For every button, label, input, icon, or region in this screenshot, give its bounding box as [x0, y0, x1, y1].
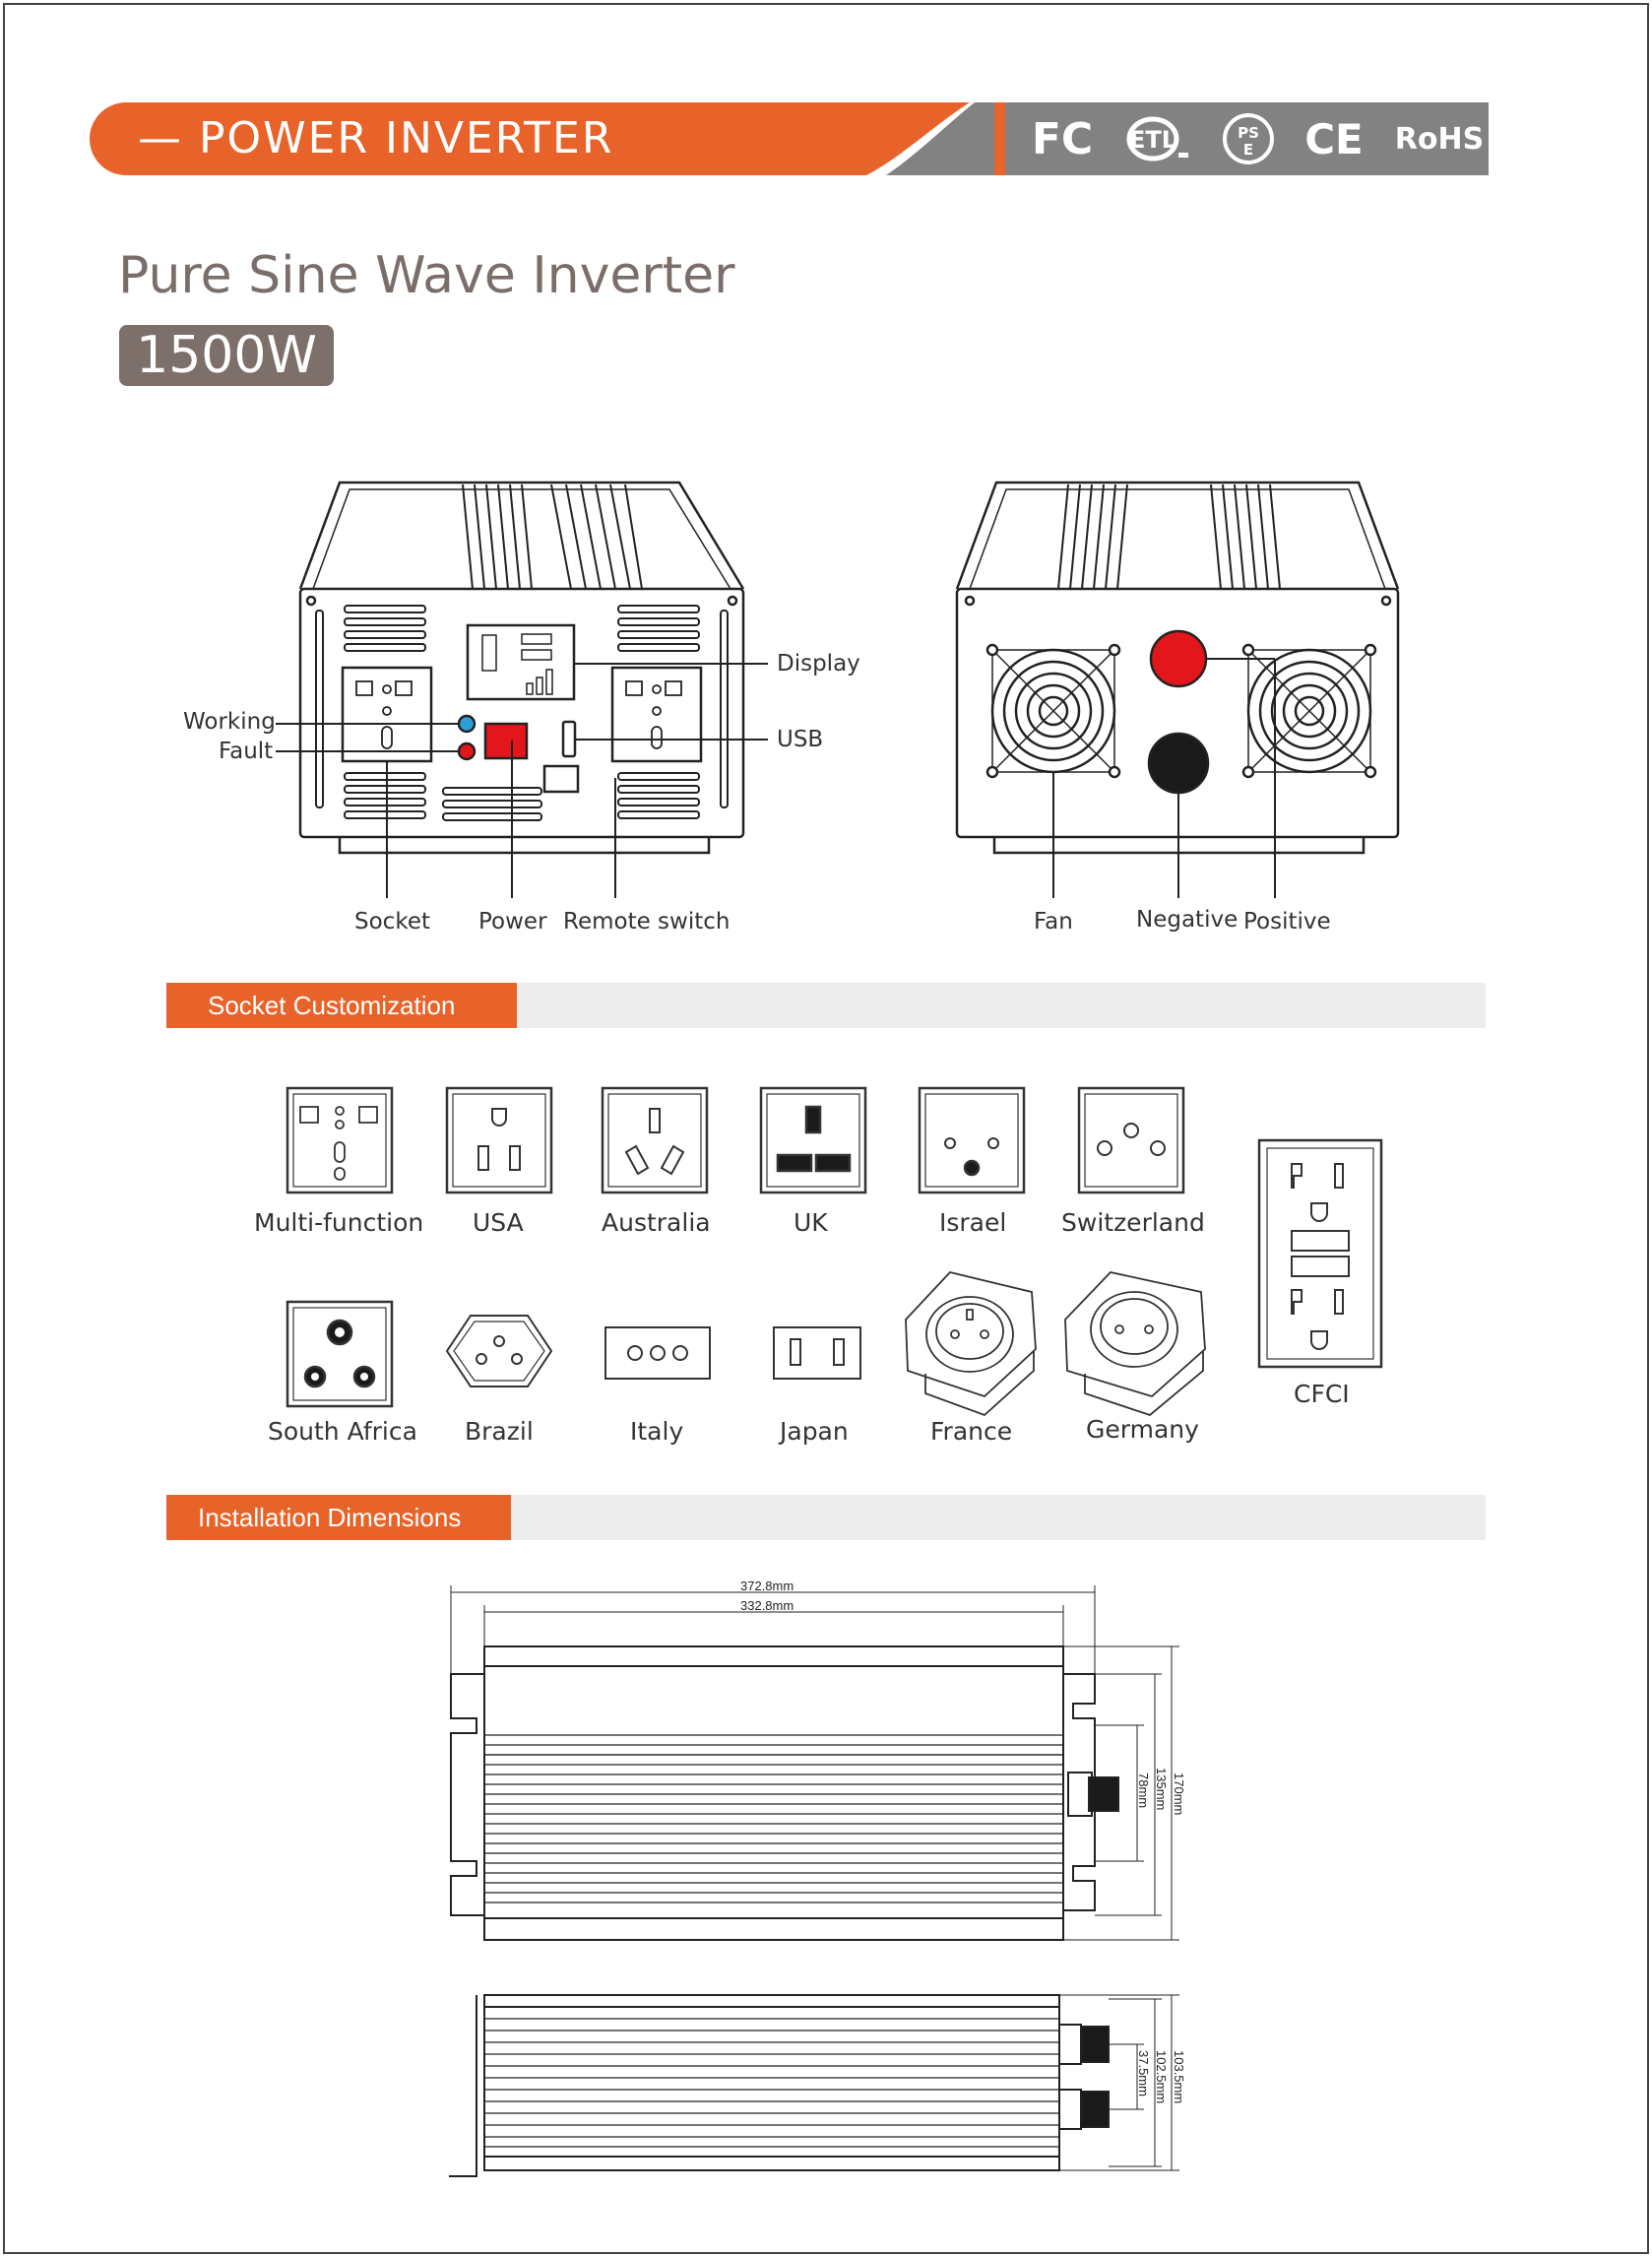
dim-terminal-spacing: 37.5mm [1136, 2050, 1151, 2096]
fault-label: Fault [219, 739, 274, 764]
socket-label-germany: Germany [1086, 1415, 1199, 1444]
dim-terminal-span: 78mm [1136, 1773, 1151, 1809]
switzerland-socket-icon [1077, 1086, 1185, 1194]
svg-text:E: E [1243, 141, 1253, 159]
front-view-drawing [298, 481, 745, 855]
dimensions-section-title: Installation Dimensions [166, 1495, 511, 1540]
display-label: Display [777, 651, 860, 677]
socket-label-japan: Japan [780, 1417, 849, 1446]
socket-section-title: Socket Customization [166, 983, 517, 1028]
wattage-badge: 1500W [119, 325, 334, 386]
header-slant-divider [866, 102, 994, 175]
multi-function-socket-icon [286, 1086, 394, 1194]
socket-label-italy: Italy [630, 1417, 684, 1446]
product-views-diagram [276, 481, 1400, 898]
svg-text:PS: PS [1238, 124, 1259, 142]
socket-label-multi-function: Multi-function [254, 1208, 424, 1237]
usb-label: USB [777, 727, 824, 752]
dim-body-height: 102.5mm [1154, 2050, 1169, 2104]
socket-types-diagram [286, 1086, 1383, 1417]
cfci-socket-icon [1257, 1138, 1383, 1369]
south-africa-socket-icon [286, 1300, 394, 1408]
socket-label-cfci: CFCI [1294, 1380, 1350, 1408]
dim-overall-length: 372.8mm [740, 1579, 794, 1593]
installation-dimensions-drawing [449, 1585, 1179, 2177]
socket-label-uk: UK [794, 1208, 828, 1237]
header-title: — POWER INVERTER [138, 113, 614, 163]
socket-label-brazil: Brazil [465, 1417, 534, 1446]
top-view-drawing [450, 1585, 1179, 1941]
australia-socket-icon [601, 1086, 709, 1194]
italy-socket-icon [604, 1326, 711, 1380]
etl-logo-icon: ETL [1117, 111, 1192, 166]
uk-socket-icon [759, 1086, 867, 1194]
brazil-socket-icon [445, 1315, 553, 1387]
remote-switch-label: Remote switch [563, 909, 731, 935]
socket-label-switzerland: Switzerland [1061, 1208, 1205, 1237]
dim-overall-width: 170mm [1172, 1773, 1186, 1816]
dim-body-length: 332.8mm [740, 1598, 794, 1613]
fan-label: Fan [1034, 909, 1073, 935]
product-title: Pure Sine Wave Inverter [118, 246, 735, 305]
side-view-drawing [449, 1994, 1179, 2177]
socket-label: Socket [354, 909, 430, 935]
socket-label-france: France [930, 1417, 1013, 1446]
socket-label-south-africa: South Africa [268, 1417, 417, 1446]
israel-socket-icon [918, 1086, 1026, 1194]
page-border [3, 3, 1649, 2254]
negative-label: Negative [1136, 907, 1239, 933]
socket-label-usa: USA [473, 1208, 524, 1237]
fc-logo-icon: FC [1031, 113, 1094, 164]
header-orange-band [90, 102, 1005, 175]
rohs-logo-icon: RoHS [1394, 121, 1485, 157]
ce-logo-icon: CE [1304, 114, 1364, 163]
power-label: Power [478, 909, 547, 935]
positive-label: Positive [1243, 909, 1331, 935]
etl-logo-text: ETL [1129, 126, 1176, 154]
usa-socket-icon [445, 1086, 553, 1194]
dim-overall-height: 103.5mm [1172, 2050, 1186, 2104]
socket-label-australia: Australia [602, 1208, 711, 1237]
working-label: Working [183, 709, 276, 735]
socket-label-israel: Israel [939, 1208, 1007, 1237]
japan-socket-icon [773, 1326, 861, 1380]
germany-socket-icon [1064, 1271, 1206, 1417]
dim-mount-width: 135mm [1154, 1768, 1169, 1811]
france-socket-icon [905, 1271, 1037, 1417]
